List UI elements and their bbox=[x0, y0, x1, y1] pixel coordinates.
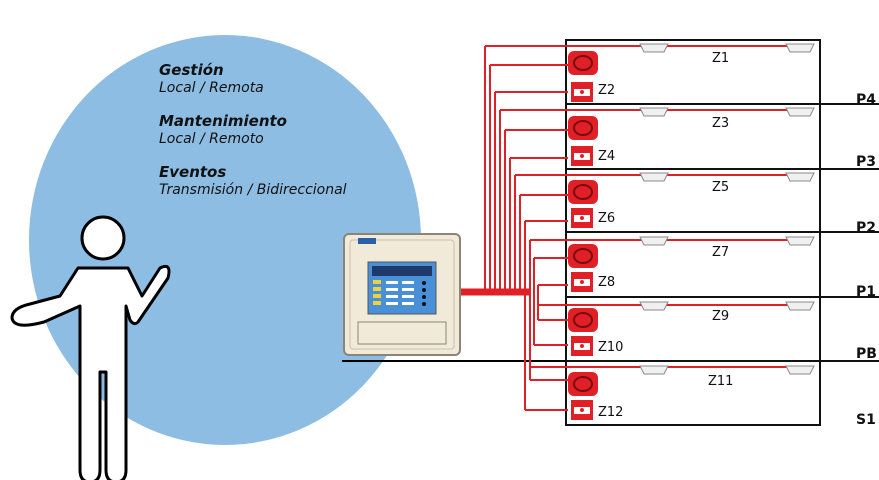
zone-label-z5: Z5 bbox=[712, 180, 729, 195]
smoke-detector-icon bbox=[785, 107, 815, 117]
alarm-sounder-icon bbox=[568, 51, 598, 75]
callout-title-mantenimiento: Mantenimiento bbox=[159, 112, 287, 130]
alarm-sounder-icon bbox=[568, 116, 598, 140]
floor-p2: Z5 Z6 P2 bbox=[568, 172, 876, 236]
fire-alarm-control-panel-icon bbox=[343, 233, 461, 356]
zone-label-z11: Z11 bbox=[708, 374, 733, 389]
manual-call-point-icon bbox=[571, 82, 593, 102]
floor-p1: Z7 Z8 P1 bbox=[568, 236, 876, 300]
floor-label-p4: P4 bbox=[856, 92, 876, 108]
zone-label-z1: Z1 bbox=[712, 51, 729, 66]
smoke-detector-icon bbox=[639, 365, 669, 375]
smoke-detector-icon bbox=[639, 236, 669, 246]
person-icon bbox=[10, 215, 171, 480]
callout-mantenimiento: Mantenimiento Local / Remoto bbox=[159, 112, 287, 147]
floor-p4: Z1 Z2 P4 bbox=[568, 43, 876, 108]
floor-pb: Z9 Z10 PB bbox=[568, 301, 877, 362]
zone-label-z7: Z7 bbox=[712, 245, 729, 260]
smoke-detector-icon bbox=[639, 43, 669, 53]
callout-eventos: Eventos Transmisión / Bidireccional bbox=[159, 163, 347, 198]
zone-label-z8: Z8 bbox=[598, 275, 615, 290]
smoke-detector-icon bbox=[639, 107, 669, 117]
building bbox=[565, 39, 879, 426]
smoke-detector-icon bbox=[785, 43, 815, 53]
manual-call-point-icon bbox=[571, 208, 593, 228]
zone-label-z2: Z2 bbox=[598, 83, 615, 98]
smoke-detector-icon bbox=[785, 301, 815, 311]
callout-subtitle-eventos: Transmisión / Bidireccional bbox=[159, 182, 347, 198]
alarm-sounder-icon bbox=[568, 308, 598, 332]
smoke-detector-icon bbox=[639, 172, 669, 182]
smoke-detector-icon bbox=[785, 236, 815, 246]
floor-label-s1: S1 bbox=[856, 412, 876, 428]
floor-label-p1: P1 bbox=[856, 284, 876, 300]
alarm-sounder-icon bbox=[568, 244, 598, 268]
smoke-detector-icon bbox=[785, 172, 815, 182]
manual-call-point-icon bbox=[571, 272, 593, 292]
zone-label-z6: Z6 bbox=[598, 211, 615, 226]
manual-call-point-icon bbox=[571, 146, 593, 166]
zone-label-z10: Z10 bbox=[598, 340, 623, 355]
callout-title-gestion: Gestión bbox=[159, 61, 224, 79]
manual-call-point-icon bbox=[571, 336, 593, 356]
zone-label-z3: Z3 bbox=[712, 116, 729, 131]
floor-p3: Z3 Z4 P3 bbox=[568, 107, 876, 170]
floor-label-p2: P2 bbox=[856, 220, 876, 236]
callout-subtitle-mantenimiento: Local / Remoto bbox=[159, 131, 264, 147]
floor-label-p3: P3 bbox=[856, 154, 876, 170]
callout-subtitle-gestion: Local / Remota bbox=[159, 80, 264, 96]
zone-label-z9: Z9 bbox=[712, 309, 729, 324]
callout-title-eventos: Eventos bbox=[159, 163, 226, 181]
floor-s1: Z11 Z12 S1 bbox=[568, 365, 876, 428]
floor-label-pb: PB bbox=[856, 346, 877, 362]
callout-gestion: Gestión Local / Remota bbox=[159, 61, 264, 96]
smoke-detector-icon bbox=[639, 301, 669, 311]
alarm-sounder-icon bbox=[568, 372, 598, 396]
alarm-sounder-icon bbox=[568, 180, 598, 204]
zone-label-z12: Z12 bbox=[598, 405, 623, 420]
zone-label-z4: Z4 bbox=[598, 149, 615, 164]
manual-call-point-icon bbox=[571, 400, 593, 420]
smoke-detector-icon bbox=[785, 365, 815, 375]
